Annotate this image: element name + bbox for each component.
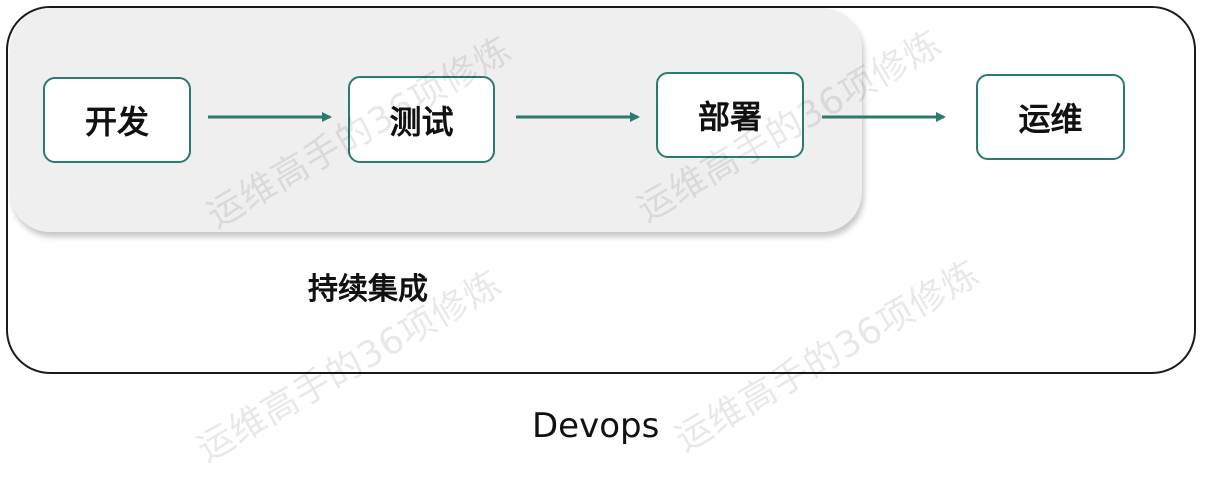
devops-label: Devops	[532, 406, 660, 446]
node-operate: 运维	[976, 74, 1125, 160]
node-operate-label: 运维	[1018, 100, 1083, 138]
node-develop-label: 开发	[84, 103, 149, 141]
node-test-label: 测试	[389, 102, 454, 141]
continuous-integration-label: 持续集成	[308, 272, 428, 307]
node-develop: 开发	[43, 77, 191, 163]
node-test: 测试	[348, 76, 495, 163]
node-deploy-label: 部署	[697, 98, 762, 136]
node-deploy: 部署	[656, 72, 804, 158]
